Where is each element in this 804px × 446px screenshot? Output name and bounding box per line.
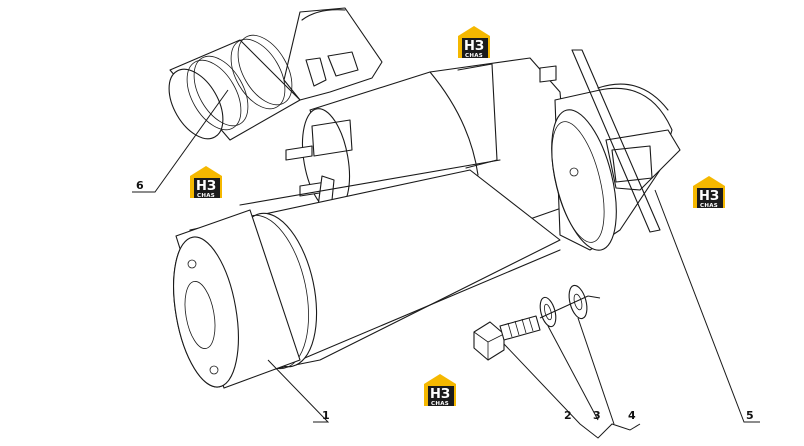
rubber-boot-part-6 <box>168 7 383 141</box>
callout-5: 5 <box>746 409 754 422</box>
watermark-sub: CHAS <box>197 193 215 199</box>
watermark-sub: CHAS <box>700 203 718 209</box>
watermark-logo: НЗ CHAS <box>693 176 725 209</box>
callout-6: 6 <box>136 179 144 192</box>
callout-1: 1 <box>322 409 330 422</box>
watermark-logo: НЗ CHAS <box>424 374 456 407</box>
watermark-main: НЗ <box>699 189 719 204</box>
leader-lines <box>132 89 760 439</box>
watermark-main: НЗ <box>464 39 484 54</box>
bolt-part-2 <box>473 315 541 361</box>
watermark-main: НЗ <box>430 387 450 402</box>
flat-washer-part-4 <box>568 284 588 320</box>
motor-housing-part-1 <box>173 159 561 389</box>
watermark-logo: НЗ CHAS <box>458 26 490 59</box>
drive-end-housing <box>551 49 681 251</box>
watermark-main: НЗ <box>196 179 216 194</box>
assembly-axis-line <box>539 295 601 319</box>
watermark-sub: CHAS <box>431 401 449 407</box>
lock-washer-part-3 <box>539 296 557 328</box>
callout-3: 3 <box>593 409 601 422</box>
callout-4: 4 <box>628 409 636 422</box>
watermark-logo: НЗ CHAS <box>190 166 222 199</box>
callout-2: 2 <box>564 409 572 422</box>
watermark-sub: CHAS <box>465 53 483 59</box>
